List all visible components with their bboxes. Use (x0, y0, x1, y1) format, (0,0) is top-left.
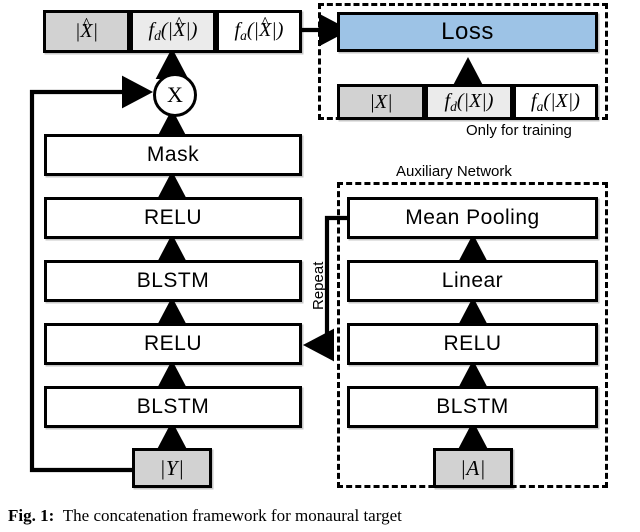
block-relu1-label: RELU (143, 332, 203, 355)
multiply-symbol: X (167, 82, 183, 107)
block-mask-label: Mask (146, 143, 200, 166)
target-cell-x-mag-label: |X| (369, 90, 393, 113)
block-aux-blstm-label: BLSTM (436, 395, 509, 418)
block-linear-label: Linear (441, 269, 504, 292)
block-mask: Mask (44, 134, 302, 176)
figure-caption-prefix: Fig. 1 (8, 506, 49, 525)
target-cell-x-mag: |X| (337, 84, 425, 120)
repeat-label: Repeat (310, 261, 327, 310)
output-cell-xhat-mag-label: |X^| (74, 14, 99, 42)
output-cell-fa-xhat-label: fa(|X^|) (234, 13, 284, 43)
block-blstm2-label: BLSTM (136, 269, 210, 292)
input-a-magnitude: |A| (433, 448, 513, 488)
output-cell-xhat-mag: |X^| (43, 10, 130, 53)
output-cell-fa-xhat: fa(|X^|) (216, 10, 302, 53)
target-cell-fa-x-label: fa(|X|) (531, 89, 580, 114)
block-mean-pooling-label: Mean Pooling (405, 206, 540, 229)
figure-caption-separator: : (48, 506, 55, 525)
output-cell-fd-xhat-label: fd(|X^|) (148, 13, 198, 43)
multiply-node: X (153, 73, 197, 117)
input-y-magnitude-label: |Y| (159, 455, 185, 480)
block-aux-relu-label: RELU (443, 332, 502, 355)
auxiliary-network-title: Auxiliary Network (396, 163, 512, 180)
training-group-legend: Only for training (466, 122, 572, 139)
figure-caption: Fig. 1: The concatenation framework for … (8, 506, 634, 526)
block-linear: Linear (347, 260, 598, 302)
block-aux-relu: RELU (347, 323, 598, 365)
block-relu2: RELU (44, 197, 302, 239)
output-cell-fd-xhat: fd(|X^|) (130, 10, 216, 53)
block-mean-pooling: Mean Pooling (347, 197, 598, 239)
input-y-magnitude: |Y| (132, 448, 212, 488)
block-blstm1: BLSTM (44, 386, 302, 428)
target-cell-fa-x: fa(|X|) (513, 84, 598, 120)
input-a-magnitude-label: |A| (460, 455, 486, 480)
target-cell-fd-x-label: fd(|X|) (444, 89, 494, 114)
block-blstm1-label: BLSTM (136, 395, 210, 418)
figure-caption-text: The concatenation framework for monaural… (62, 506, 402, 525)
target-cell-fd-x: fd(|X|) (425, 84, 513, 120)
loss-label: Loss (441, 18, 494, 45)
block-relu2-label: RELU (143, 206, 203, 229)
block-relu1: RELU (44, 323, 302, 365)
loss-block: Loss (337, 12, 598, 52)
block-blstm2: BLSTM (44, 260, 302, 302)
block-aux-blstm: BLSTM (347, 386, 598, 428)
